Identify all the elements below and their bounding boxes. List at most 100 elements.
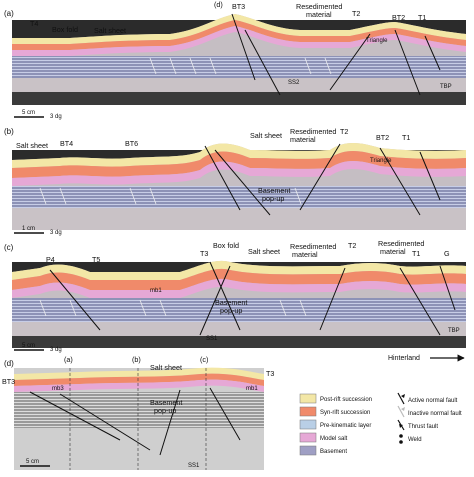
label-salt-sheet-b1: Salt sheet bbox=[16, 141, 48, 150]
legend-label-inactive-fault: Inactive normal fault bbox=[408, 411, 462, 417]
active-normal-fault-icon bbox=[397, 392, 405, 405]
panel-d-letter: (d) bbox=[4, 359, 14, 368]
label-popup-c: pop-up bbox=[220, 306, 242, 315]
label-material-b: material bbox=[290, 135, 316, 144]
label-popup-b: pop-up bbox=[262, 194, 284, 203]
marker-a: (a) bbox=[64, 355, 73, 364]
legend-label-post-rift: Post-rift succession bbox=[320, 397, 372, 403]
post-rift-layer-a bbox=[12, 14, 466, 44]
panel-a-letter: (a) bbox=[4, 9, 14, 18]
label-salt-sheet: Salt sheet bbox=[94, 26, 126, 35]
faults-c bbox=[49, 261, 456, 336]
label-t2-c: T2 bbox=[348, 241, 356, 250]
pre-kinematic-stack-c bbox=[12, 298, 466, 322]
label-t3: T3 bbox=[200, 249, 208, 258]
label-g: G bbox=[444, 249, 450, 258]
label-t4: T4 bbox=[30, 19, 38, 28]
label-triangle: Triangle bbox=[366, 38, 388, 44]
base-a bbox=[12, 92, 466, 105]
scale-label-a: 5 cm bbox=[22, 110, 35, 116]
panel-c: (c) P4 T5 T3 Box fold Salt sheet Resedim… bbox=[4, 239, 466, 362]
label-ss2: SS2 bbox=[288, 80, 300, 86]
faults-d bbox=[29, 387, 241, 456]
hinterland-label: Hinterland bbox=[388, 355, 420, 362]
inactive-normal-fault-icon bbox=[397, 405, 405, 418]
faults-a bbox=[231, 13, 441, 96]
label-box-fold: Box fold bbox=[52, 25, 78, 34]
weld-icon bbox=[399, 434, 403, 444]
legend-swatch-post-rift bbox=[299, 393, 317, 404]
salt-layer-b bbox=[12, 161, 466, 186]
legend-label-salt: Model salt bbox=[320, 436, 348, 442]
label-t2: T2 bbox=[352, 9, 360, 18]
scale-label-b: 1 cm bbox=[22, 226, 35, 232]
legend-swatch-salt bbox=[299, 432, 317, 443]
thrust-fault-icon bbox=[397, 419, 405, 431]
label-popup-d: pop-up bbox=[154, 406, 176, 415]
legend-label-weld: Weld bbox=[408, 437, 422, 443]
label-t3-d: T3 bbox=[266, 369, 274, 378]
dip-label-c: 3 dg bbox=[50, 347, 62, 353]
inactive-faults-a bbox=[149, 57, 332, 75]
label-salt-sheet-b2: Salt sheet bbox=[250, 131, 282, 140]
legend-swatch-basement bbox=[299, 445, 317, 456]
scale-label-c: 5 cm bbox=[22, 343, 35, 349]
label-resedimented: Resedimented bbox=[296, 2, 342, 11]
label-ss1-c: SS1 bbox=[206, 336, 218, 342]
legend-swatch-pre-kinematic bbox=[299, 419, 317, 430]
syn-rift-layer-c bbox=[12, 268, 466, 290]
syn-rift-layer-d bbox=[14, 373, 264, 386]
pre-kinematic-stack-b bbox=[12, 186, 466, 208]
label-mb1-d: mb1 bbox=[246, 386, 258, 392]
label-mb3: mb3 bbox=[52, 386, 64, 392]
label-bt4: BT4 bbox=[60, 139, 73, 148]
salt-layer-c bbox=[12, 278, 466, 298]
label-t1-c: T1 bbox=[412, 249, 420, 258]
dip-label-a: 3 dg bbox=[50, 114, 62, 120]
label-t2-b: T2 bbox=[340, 127, 348, 136]
label-mb1-c: mb1 bbox=[150, 288, 162, 294]
marker-c: (c) bbox=[200, 355, 208, 364]
lower-layer-b bbox=[12, 208, 466, 230]
inactive-faults-b bbox=[39, 187, 302, 205]
inactive-faults-c bbox=[39, 299, 307, 317]
label-box-fold-c: Box fold bbox=[213, 241, 239, 250]
legend-label-active-fault: Active normal fault bbox=[408, 398, 458, 404]
label-basement-b: Basement bbox=[258, 186, 290, 195]
label-t1-b: T1 bbox=[402, 133, 410, 142]
post-rift-layer-d bbox=[14, 367, 264, 380]
salt-layer-a bbox=[12, 26, 466, 56]
syn-rift-layer-a bbox=[12, 20, 466, 50]
legend-label-thrust-fault: Thrust fault bbox=[408, 424, 438, 430]
label-bt3-d: BT3 bbox=[2, 377, 15, 386]
lower-layer-a bbox=[12, 78, 466, 92]
label-material: material bbox=[306, 10, 332, 19]
label-tbp-c: TBP bbox=[448, 328, 460, 334]
legend: Post-rift succession Syn-rift succession… bbox=[299, 392, 462, 456]
panel-a: (a) T4 Box fold Salt sheet (d) BT3 Resed… bbox=[4, 0, 466, 120]
legend-swatch-syn-rift bbox=[299, 406, 317, 417]
label-bt2: BT2 bbox=[392, 13, 405, 22]
label-t1: T1 bbox=[418, 13, 426, 22]
dip-label-b: 3 dg bbox=[50, 230, 62, 236]
syn-rift-layer-b bbox=[12, 151, 466, 178]
label-salt-sheet-d: Salt sheet bbox=[150, 363, 182, 372]
post-rift-layer-c bbox=[12, 260, 466, 280]
panel-c-letter: (c) bbox=[4, 243, 14, 252]
post-rift-layer-b bbox=[12, 143, 466, 168]
panel-b: (b) Salt sheet BT4 BT6 Salt sheet Resedi… bbox=[4, 127, 466, 236]
label-basement-d: Basement bbox=[150, 398, 182, 407]
faults-b bbox=[204, 143, 441, 216]
salt-layer-d bbox=[14, 379, 264, 392]
label-d-marker: (d) bbox=[214, 0, 223, 9]
label-p4: P4 bbox=[46, 255, 55, 264]
label-resedimented-c1: Resedimented bbox=[290, 242, 336, 251]
marker-b: (b) bbox=[132, 355, 141, 364]
pre-kinematic-stack-d bbox=[14, 392, 264, 428]
pre-kinematic-stack-a bbox=[12, 56, 466, 78]
lower-layer-c bbox=[12, 322, 466, 336]
label-resedimented-c2: Resedimented bbox=[378, 239, 424, 248]
label-bt2-b: BT2 bbox=[376, 133, 389, 142]
label-tbp: TBP bbox=[440, 84, 452, 90]
